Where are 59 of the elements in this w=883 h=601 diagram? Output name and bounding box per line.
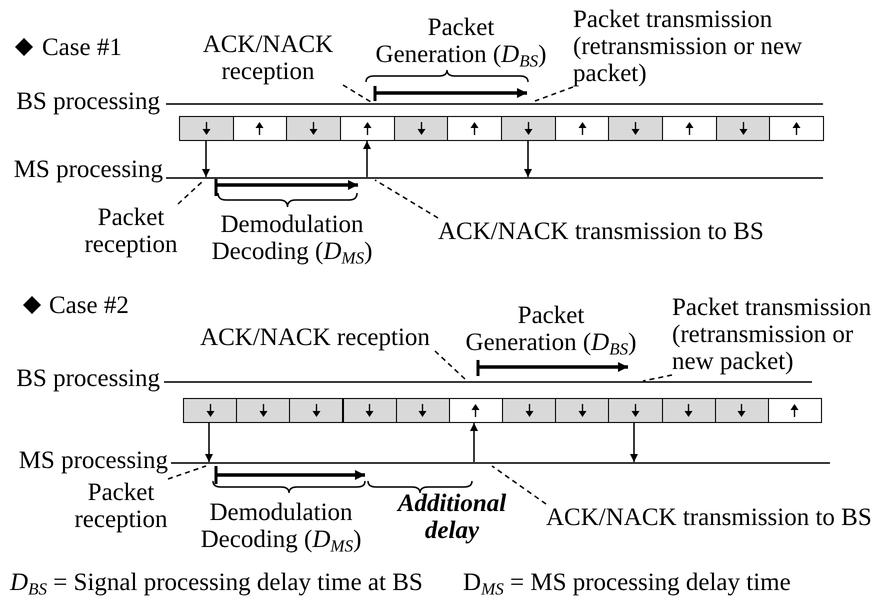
subframe-slot [501,116,556,141]
subframe-slot [502,398,556,423]
label-text: BS processing [15,365,160,392]
leader-line [178,180,204,205]
subframe-slot [232,116,288,141]
label-text: Packet Generation (D$_{BS}$) [464,302,638,356]
subframe-slot [447,116,502,141]
label-text: Additional delay [396,490,508,544]
annotation-text: ACK/NACK reception [195,324,435,351]
subframe-slot [342,398,397,423]
annotation-text: ACK/NACK transmission to BS [546,504,881,531]
subframe-slot [608,116,664,141]
subframe-slot [396,398,450,423]
subframe-slot [554,116,610,141]
annotation-text: ACK/NACK transmission to BS [438,218,773,245]
annotation-text: Packet transmission (retransmission or new packet) [573,6,823,87]
case-heading: Case #1 [42,34,123,61]
subframe-slot [289,398,344,423]
subframe-slot [183,398,238,423]
arrow [630,423,638,462]
label-text: Demodulation Decoding (D$_{MS}$) [200,499,362,553]
subframe-slot [286,116,341,141]
leader-line [642,374,672,382]
arrow [202,141,210,177]
leader-line [434,350,467,381]
subframe-slot [236,398,290,423]
leader-line [534,86,574,102]
leader-line [342,84,372,103]
leader-line [168,465,206,480]
subframe-slot [340,116,395,141]
subframe-slot [448,398,503,423]
subframe-slot [769,116,824,141]
label-text: MS processing [12,156,163,183]
subframe-slot [662,116,717,141]
subframe-slot [768,398,822,423]
label-text: D$_{BS}$ = Signal processing delay time at BS [10,569,424,596]
subframe-slot [662,398,716,423]
subframe-slot [555,398,610,423]
label-text: BS processing [15,88,160,115]
leader-line [492,465,546,505]
annotation-text: Packet reception [84,204,178,258]
subframe-slot [608,398,663,423]
arrow [363,141,371,177]
annotation-text: ACK/NACK reception [193,31,343,85]
subframe-slot [394,116,448,141]
case-heading: Case #2 [49,292,130,319]
subframe-slot [179,116,234,141]
arrow [470,423,478,462]
arrow [205,423,213,462]
label-text: Packet Generation (D$_{BS}$) [374,14,548,68]
label-text: MS processing [18,447,168,474]
subframe-slot [716,116,770,141]
leader-line [374,179,438,219]
label-text: Demodulation Decoding (D$_{MS}$) [210,211,374,265]
annotation-text: Packet reception [74,479,168,533]
annotation-text: Packet transmission (retransmission or new packet) [672,294,878,375]
label-text: D$_{MS}$ = MS processing delay time [463,569,792,596]
arrow [524,141,532,177]
subframe-slot [714,398,769,423]
